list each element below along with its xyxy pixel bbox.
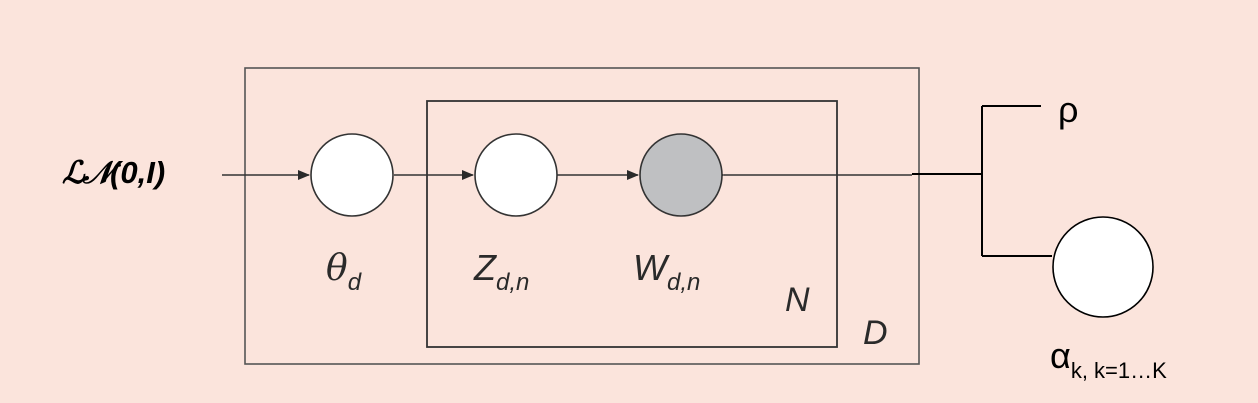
w-label: Wd,n [633, 247, 700, 295]
rho-label: ρ [1058, 89, 1079, 130]
z-label: Zd,n [474, 247, 529, 295]
plate-d-label: D [863, 314, 888, 352]
theta-subscript: d [347, 269, 362, 296]
node-w [639, 133, 723, 217]
w-symbol: W [633, 247, 667, 288]
node-z [474, 133, 558, 217]
z-subscript: d,n [496, 269, 530, 296]
prior-script: ℒ𝒩 [62, 155, 112, 191]
z-symbol: Z [474, 247, 496, 288]
alpha-subscript: k, k=1…K [1070, 358, 1167, 383]
node-alpha [1052, 216, 1154, 318]
plate-d [244, 67, 920, 365]
prior-label: ℒ𝒩(0,I) [62, 157, 165, 189]
plate-n [426, 100, 838, 348]
alpha-label: αk, k=1…K [1050, 335, 1167, 382]
plate-n-label: N [785, 281, 810, 319]
node-theta [310, 133, 394, 217]
prior-args: (0,I) [110, 155, 166, 190]
theta-label: θd [326, 248, 361, 295]
w-subscript: d,n [666, 269, 701, 296]
theta-symbol: θ [326, 248, 348, 289]
alpha-symbol: α [1050, 335, 1071, 376]
